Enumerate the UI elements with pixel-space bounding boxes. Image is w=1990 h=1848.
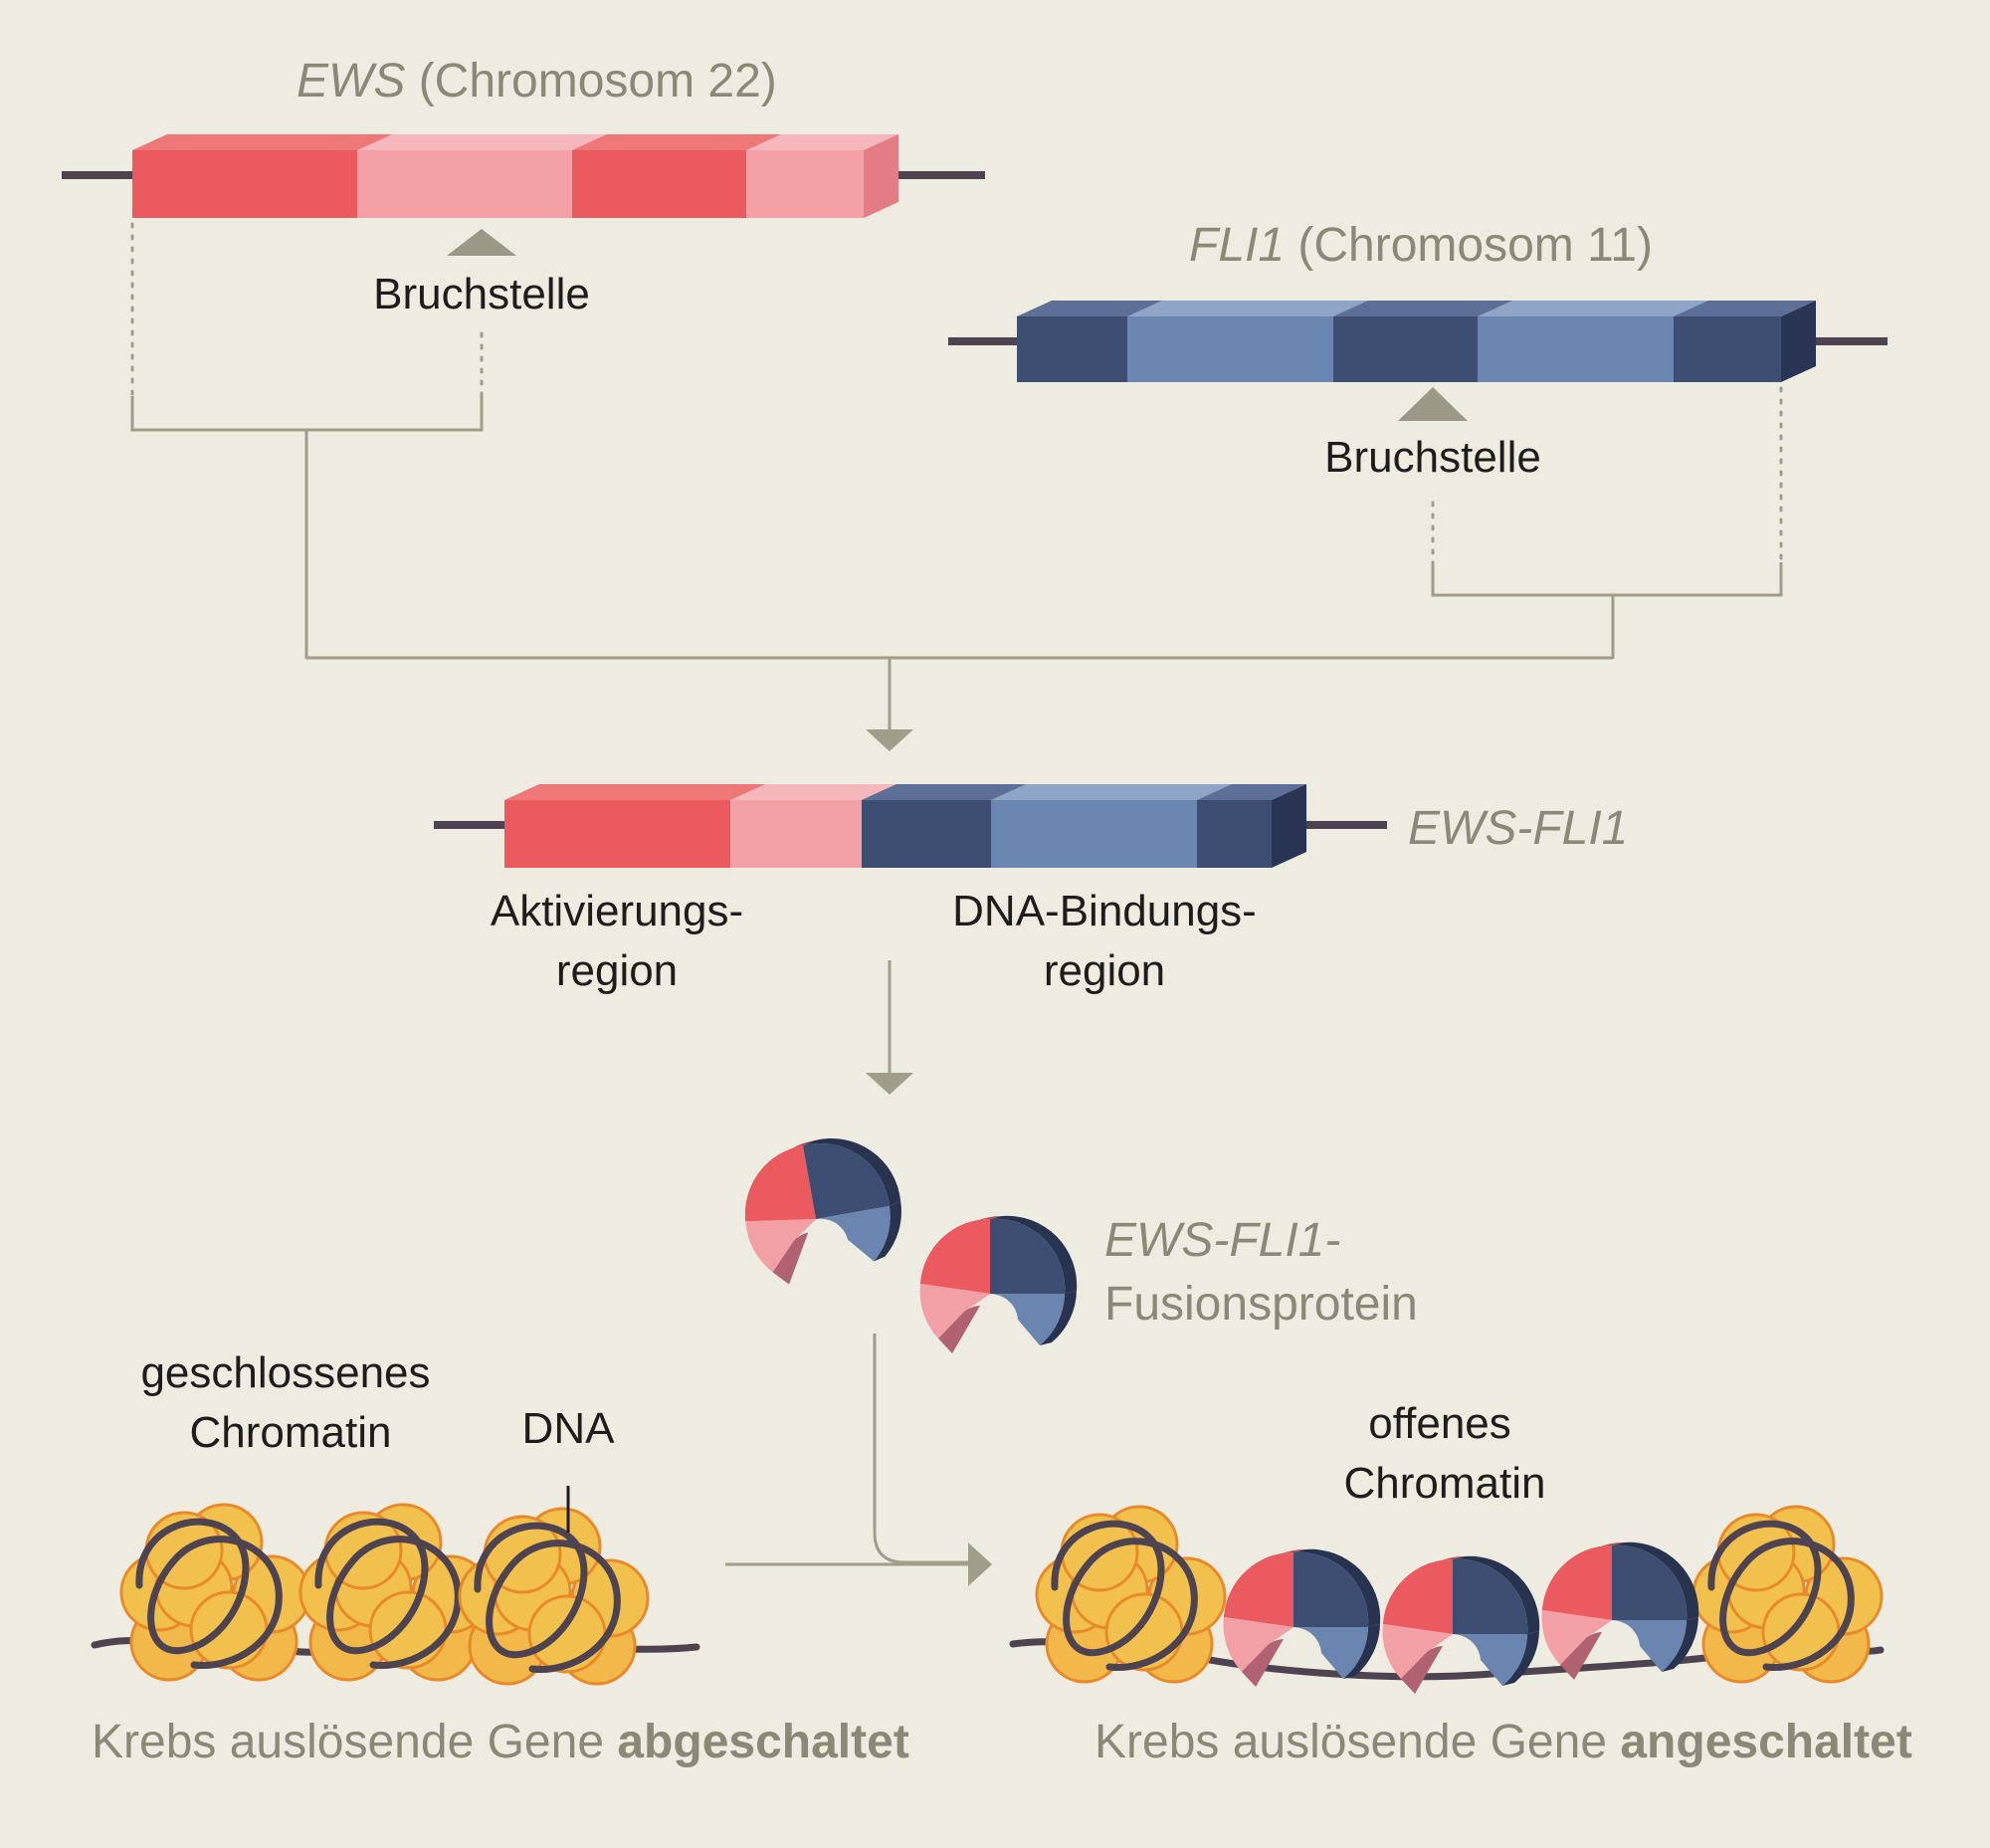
open-chromatin-label-1: offenes: [1368, 1399, 1511, 1448]
closed-chromatin-label-2: Chromatin: [190, 1408, 392, 1457]
closed-caption: Krebs auslösende Gene abgeschaltet: [92, 1716, 909, 1768]
fusion-protein-label-2: Fusionsprotein: [1104, 1278, 1418, 1331]
closed-chromatin: [91, 1486, 700, 1684]
arrow-down-fusion: [866, 729, 913, 751]
fusion-protein-2: [919, 1215, 1078, 1353]
ews-break-marker: [447, 229, 516, 256]
nucleosome: [1037, 1507, 1225, 1682]
dna-label: DNA: [522, 1404, 616, 1453]
arrow-down-protein: [866, 1073, 913, 1095]
fusion-protein-1: [733, 1127, 912, 1291]
fli1-break-marker: [1398, 387, 1468, 421]
ews-gene: [62, 134, 985, 256]
fli1-gene-title: FLI1 (Chromosom 11): [1189, 219, 1653, 272]
open-chromatin: [1009, 1507, 1882, 1694]
binding-region-label-1: DNA-Bindungs-: [952, 887, 1257, 935]
arrow-to-open-chromatin: [725, 1334, 970, 1566]
fli1-gene: [948, 301, 1888, 421]
fli1-break-label: Bruchstelle: [1324, 433, 1541, 482]
nucleosome: [1693, 1507, 1882, 1682]
activation-region-label-1: Aktivierungs-: [491, 887, 743, 935]
nucleosome: [460, 1509, 648, 1684]
fusion-gene-title: EWS-FLI1: [1408, 802, 1628, 855]
activation-region-label-2: region: [556, 946, 678, 995]
ews-break-label: Bruchstelle: [373, 270, 590, 318]
open-chromatin-label-2: Chromatin: [1344, 1459, 1546, 1508]
bound-fusion-protein: [1541, 1541, 1699, 1680]
nucleosome: [121, 1505, 309, 1680]
break-connectors: [130, 222, 1783, 1078]
binding-region-label-2: region: [1044, 946, 1165, 995]
arrow-right-icon: [968, 1542, 992, 1586]
closed-chromatin-label-1: geschlossenes: [140, 1348, 430, 1397]
bound-fusion-protein: [1223, 1548, 1381, 1687]
fusion-protein-label-1: EWS-FLI1-: [1104, 1214, 1340, 1267]
ews-gene-title: EWS (Chromosom 22): [297, 55, 777, 107]
open-caption: Krebs auslösende Gene angeschaltet: [1094, 1716, 1912, 1768]
fusion-gene: [434, 784, 1387, 868]
